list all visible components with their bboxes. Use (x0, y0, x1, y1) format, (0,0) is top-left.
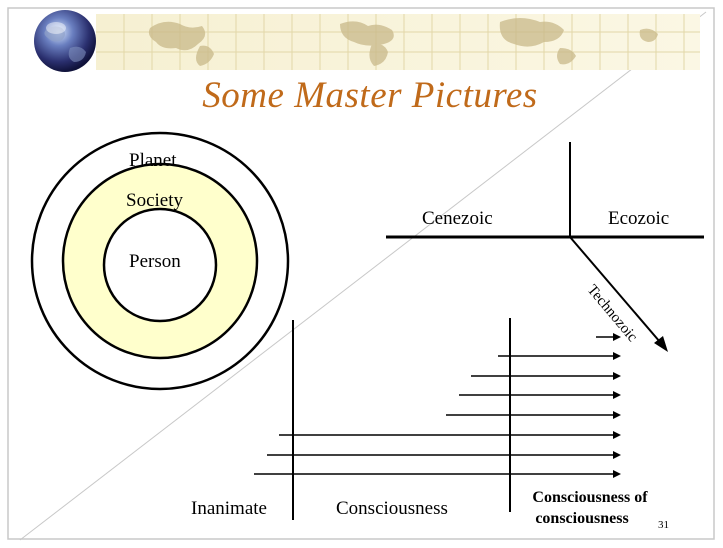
cenezoic-label: Cenezoic (422, 208, 493, 229)
technozoic-arrow-line (569, 236, 661, 343)
arrow (279, 431, 621, 439)
ecozoic-label: Ecozoic (608, 208, 670, 229)
arrow (471, 372, 621, 380)
technozoic-arrowhead (654, 336, 668, 352)
arrow (459, 391, 621, 399)
consciousness-of-line1: Consciousness of (532, 489, 648, 506)
inanimate-label: Inanimate (191, 498, 267, 519)
person-label: Person (129, 251, 181, 272)
consciousness-label: Consciousness (336, 498, 448, 519)
arrow (446, 411, 621, 419)
arrow (254, 470, 621, 478)
map-banner (96, 14, 700, 70)
arrow (596, 333, 621, 341)
consciousness-of-consciousness-label: Consciousness of consciousness (514, 487, 666, 529)
planet-label: Planet (129, 150, 177, 171)
arrow (498, 352, 621, 360)
diagonal-rule (19, 11, 707, 541)
person-circle (102, 207, 218, 323)
nested-circles (30, 131, 290, 391)
arrow (267, 451, 621, 459)
slide-title: Some Master Pictures (202, 75, 538, 116)
society-label: Society (126, 190, 183, 211)
era-axes (386, 142, 704, 352)
consciousness-of-line2: consciousness (535, 510, 629, 527)
page-number: 31 (658, 519, 669, 531)
evolution-arrows (254, 333, 621, 478)
globe-icon (34, 10, 96, 72)
